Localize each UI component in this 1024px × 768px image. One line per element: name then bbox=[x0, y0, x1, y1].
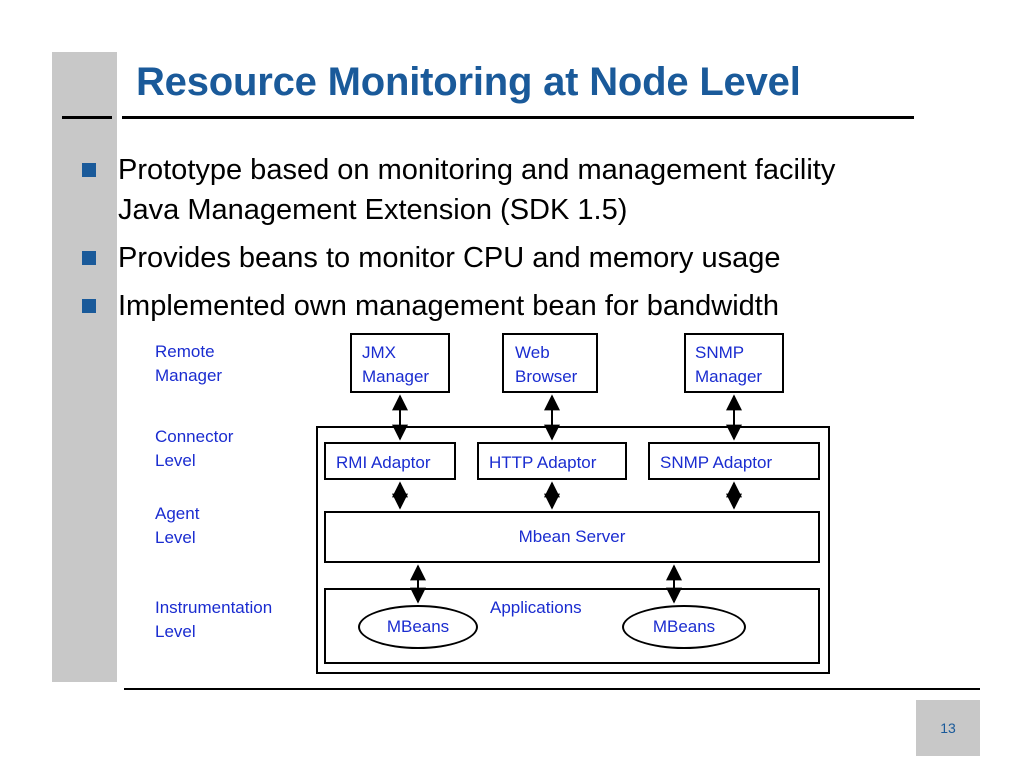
bullet-item: Prototype based on monitoring and manage… bbox=[80, 150, 980, 230]
mbeans-ellipse: MBeans bbox=[358, 605, 478, 649]
bullet-text: Prototype based on monitoring and manage… bbox=[118, 154, 836, 186]
snmp-adaptor-box: SNMP Adaptor bbox=[648, 442, 820, 480]
box-text: HTTP Adaptor bbox=[489, 453, 597, 472]
box-text: Browser bbox=[515, 367, 578, 386]
bullet-text: Java Management Extension (SDK 1.5) bbox=[118, 194, 628, 226]
square-bullet-icon bbox=[82, 299, 96, 313]
label-line: Level bbox=[155, 451, 196, 470]
mbean-server-box: Mbean Server bbox=[324, 511, 820, 563]
label-line: Manager bbox=[155, 366, 223, 385]
mbeans-ellipse: MBeans bbox=[622, 605, 746, 649]
bullet-item: Provides beans to monitor CPU and memory… bbox=[80, 238, 980, 278]
title-rule bbox=[122, 116, 914, 119]
box-text: RMI Adaptor bbox=[336, 453, 431, 472]
box-text: Web bbox=[515, 343, 550, 362]
label-line: Remote bbox=[155, 342, 215, 361]
box-text: SNMP bbox=[695, 343, 745, 362]
agent-level-label: Agent Level bbox=[155, 502, 199, 550]
label-line: Level bbox=[155, 622, 196, 641]
label-line: Connector bbox=[155, 427, 234, 446]
rmi-adaptor-box: RMI Adaptor bbox=[324, 442, 456, 480]
side-bar bbox=[52, 52, 117, 682]
footer-rule bbox=[124, 688, 980, 690]
remote-manager-label: Remote Manager bbox=[155, 340, 222, 388]
label-line: Level bbox=[155, 528, 196, 547]
square-bullet-icon bbox=[82, 251, 96, 265]
box-text: Manager bbox=[695, 367, 763, 386]
http-adaptor-box: HTTP Adaptor bbox=[477, 442, 627, 480]
box-text: Mbean Server bbox=[518, 527, 626, 546]
square-bullet-icon bbox=[82, 163, 96, 177]
box-text: Applications bbox=[490, 598, 582, 617]
web-browser-box: Web Browser bbox=[502, 333, 598, 393]
bullet-text: Provides beans to monitor CPU and memory… bbox=[118, 242, 781, 274]
box-text: Manager bbox=[362, 367, 430, 386]
label-line: Agent bbox=[155, 504, 200, 523]
slide-title: Resource Monitoring at Node Level bbox=[136, 60, 801, 104]
bullet-item: Implemented own management bean for band… bbox=[80, 286, 980, 326]
jmx-manager-box: JMX Manager bbox=[350, 333, 450, 393]
label-line: Instrumentation bbox=[155, 598, 273, 617]
bullet-list: Prototype based on monitoring and manage… bbox=[80, 150, 980, 334]
snmp-manager-box: SNMP Manager bbox=[684, 333, 784, 393]
box-text: JMX bbox=[362, 343, 396, 362]
instrumentation-level-label: Instrumentation Level bbox=[155, 596, 272, 644]
bullet-text: Implemented own management bean for band… bbox=[118, 290, 779, 322]
box-text: SNMP Adaptor bbox=[660, 453, 773, 472]
connector-level-label: Connector Level bbox=[155, 425, 233, 473]
page-number: 13 bbox=[916, 700, 980, 756]
title-rule-short bbox=[62, 116, 112, 119]
